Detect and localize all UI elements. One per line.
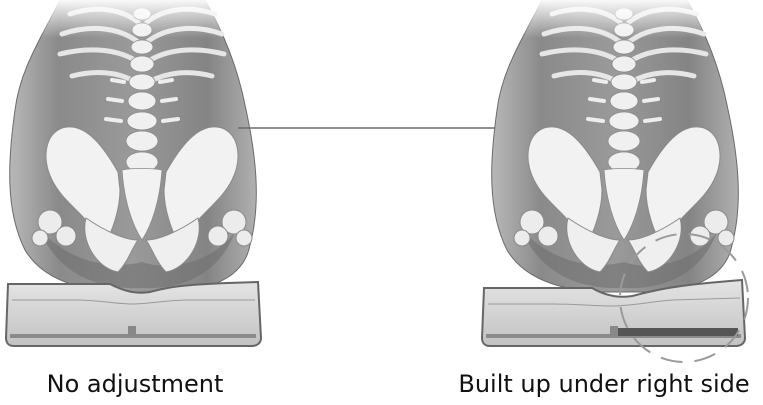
caption-no-adjustment: No adjustment bbox=[30, 370, 240, 398]
caption-built-up-right-side: Built up under right side bbox=[445, 370, 763, 398]
pelvis-illustration-left bbox=[0, 0, 265, 292]
right-panel-illustration bbox=[482, 0, 748, 362]
seat-cushion-left bbox=[6, 282, 261, 346]
pelvis-illustration-right bbox=[482, 0, 747, 292]
left-panel-illustration bbox=[0, 0, 265, 346]
build-up-insert bbox=[618, 328, 738, 336]
transition-arrow bbox=[238, 122, 520, 134]
